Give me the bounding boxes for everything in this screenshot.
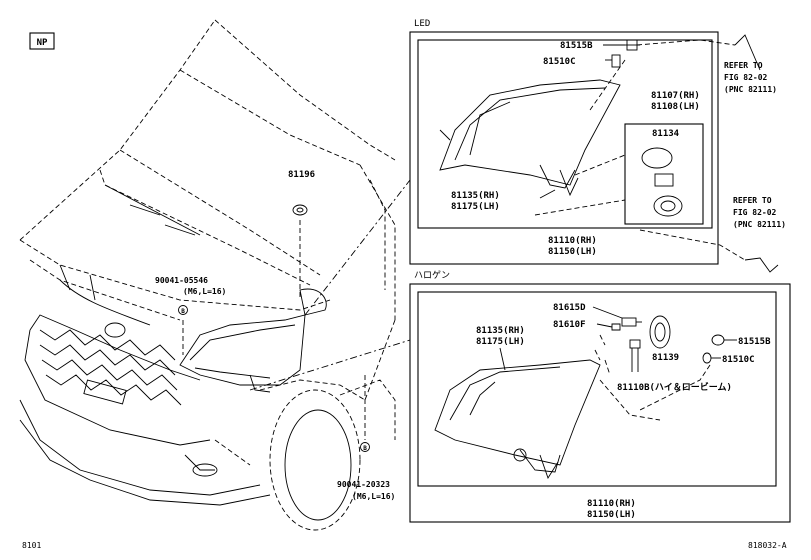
hal-label-bulb: 81510C xyxy=(722,355,755,365)
led-frame xyxy=(409,31,719,265)
np-badge-frame xyxy=(29,32,55,50)
halogen-socket-icon xyxy=(711,334,725,346)
hal-refer-3: (PNC 82111) xyxy=(733,220,786,229)
led-headlamp-drawing xyxy=(439,79,621,197)
label-bolt-2: 90041-20323 xyxy=(337,480,390,489)
led-label-unit-rh: 81107(RH) xyxy=(651,91,700,101)
led-label-unit-lh: 81108(LH) xyxy=(651,102,700,112)
led-inner-frame xyxy=(417,39,713,229)
halogen-bulb-icon xyxy=(629,339,641,372)
led-label-lens-rh: 81135(RH) xyxy=(451,191,500,201)
label-bolt-1-spec: (M6,L=16) xyxy=(183,287,226,296)
hal-label-81110b: 81110B(ハイ＆ロービーム) xyxy=(617,381,732,393)
svg-text:B: B xyxy=(363,445,367,452)
hal-label-81615: 81615D xyxy=(553,303,586,313)
led-label-bulb: 81510C xyxy=(543,57,576,67)
car-headlamp xyxy=(179,314,306,393)
halogen-title: ハロゲン xyxy=(414,269,450,281)
led-unit-icon xyxy=(653,195,683,217)
grille-mesh xyxy=(39,329,182,406)
halogen-cover-icon xyxy=(649,315,671,349)
hal-refer-1: REFER TO xyxy=(733,196,772,205)
label-81196: 81196 xyxy=(288,170,315,180)
b-marker-icon xyxy=(360,442,370,452)
hal-label-lens-rh: 81135(RH) xyxy=(476,326,525,336)
wheel-arch xyxy=(269,389,361,531)
halogen-inner-frame xyxy=(417,291,777,487)
label-bolt-1: 90041-05546 xyxy=(155,276,208,285)
led-title: LED xyxy=(414,19,430,29)
svg-text:B: B xyxy=(181,308,185,315)
led-81134-frame xyxy=(624,123,704,225)
footer-left: 8101 xyxy=(22,541,41,550)
led-bulb-icon xyxy=(611,54,621,68)
halogen-bulb-small-icon xyxy=(702,352,712,364)
led-refer-2: FIG 82-02 xyxy=(724,73,768,82)
led-label-lens-lh: 81175(LH) xyxy=(451,202,500,212)
ring-icon xyxy=(641,147,673,169)
module-icon xyxy=(654,173,674,187)
wheel xyxy=(284,409,352,521)
halogen-81610-icon xyxy=(611,323,621,331)
halogen-81615-icon xyxy=(621,317,642,327)
label-bolt-2-spec: (M6,L=16) xyxy=(352,492,395,501)
b-marker-icon xyxy=(178,305,188,315)
hal-label-assy-lh: 81150(LH) xyxy=(587,510,636,520)
hal-label-81610: 81610F xyxy=(553,320,586,330)
halogen-headlamp-drawing xyxy=(434,359,601,480)
hal-label-assy-rh: 81110(RH) xyxy=(587,499,636,509)
led-refer-3: (PNC 82111) xyxy=(724,85,777,94)
led-label-81134: 81134 xyxy=(652,129,680,139)
hal-label-81139: 81139 xyxy=(652,353,679,363)
led-refer-1: REFER TO xyxy=(724,61,763,70)
hal-refer-2: FIG 82-02 xyxy=(733,208,777,217)
hal-label-socket: 81515B xyxy=(738,337,771,347)
footer-right: 818032-A xyxy=(748,541,787,550)
led-label-assy-lh: 81150(LH) xyxy=(548,247,597,257)
clip-81196-icon xyxy=(292,204,308,216)
hal-label-lens-lh: 81175(LH) xyxy=(476,337,525,347)
np-badge: NP xyxy=(37,38,48,48)
halogen-frame xyxy=(409,283,791,523)
led-label-assy-rh: 81110(RH) xyxy=(548,236,597,246)
car-body-drawing: B B xyxy=(19,19,396,531)
led-label-socket: 81515B xyxy=(560,41,593,51)
